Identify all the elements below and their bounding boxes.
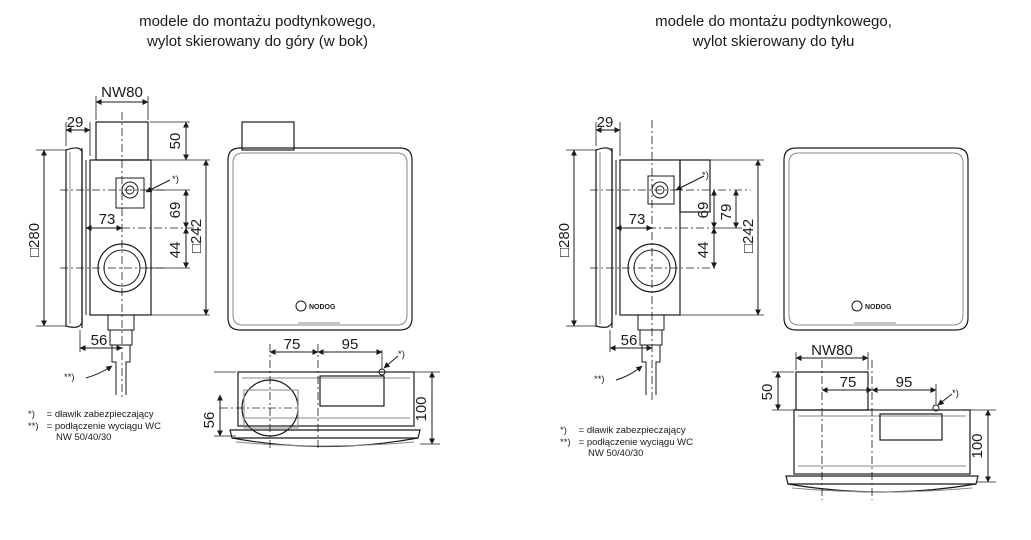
legend-text-gland: dławik zabezpieczający <box>586 425 686 436</box>
technical-drawing: 29 □280 □242 73 69 79 44 56 NW80 50 75 9… <box>556 114 996 500</box>
dim-100: 100 <box>413 396 430 421</box>
technical-drawing: NW80 29 50 □280 □242 73 69 44 56 75 95 5… <box>26 84 440 450</box>
dim-95: 95 <box>342 336 359 353</box>
dim-29: 29 <box>67 114 84 131</box>
panel-title: modele do montażu podtynkowego, wylot sk… <box>516 12 1031 52</box>
front-view <box>227 121 413 331</box>
dim-242: □242 <box>740 219 757 253</box>
legend-key-wc: **) <box>560 436 571 448</box>
legend-key-gland: *) <box>560 425 567 436</box>
legend-text-wc: podłączenie wyciągu WC <box>586 436 693 448</box>
panel-title-line1: modele do montażu podtynkowego, <box>655 13 892 30</box>
legend-key-wc: **) <box>28 420 39 432</box>
brand-logo: NODOG <box>309 304 336 311</box>
legend-text-wc: podłączenie wyciągu WC <box>54 420 161 432</box>
mark-gland-bottom: *) <box>398 349 405 360</box>
panel-upward-outlet: modele do montażu podtynkowego, wylot sk… <box>0 0 515 540</box>
dim-95: 95 <box>896 374 913 391</box>
dim-100: 100 <box>969 433 986 458</box>
dim-56: 56 <box>91 332 108 349</box>
front-view <box>783 147 969 331</box>
mark-gland-bottom: *) <box>952 388 959 399</box>
dim-280: □280 <box>556 223 573 257</box>
dim-69: 69 <box>167 202 184 219</box>
dim-44: 44 <box>167 242 184 259</box>
dim-73: 73 <box>99 211 116 228</box>
legend-text-nw: NW 50/40/30 <box>588 448 644 459</box>
dim-50: 50 <box>759 384 776 401</box>
panel-title: modele do montażu podtynkowego, wylot sk… <box>0 12 515 52</box>
legend-text-gland: dławik zabezpieczający <box>54 409 154 420</box>
legend-text-nw: NW 50/40/30 <box>56 432 112 443</box>
dim-nw80: NW80 <box>101 84 143 101</box>
mark-gland: *) <box>702 170 709 181</box>
dim-280: □280 <box>26 223 43 257</box>
panel-title-line2: wylot skierowany do góry (w bok) <box>147 33 368 50</box>
panel-title-line1: modele do montażu podtynkowego, <box>139 13 376 30</box>
dim-nw80: NW80 <box>811 342 853 359</box>
dim-242: □242 <box>188 219 205 253</box>
dim-29: 29 <box>597 114 614 131</box>
dim-56-bottom: 56 <box>201 412 218 429</box>
mark-wc: **) <box>64 372 75 383</box>
mark-gland: *) <box>172 174 179 185</box>
dim-69: 69 <box>695 202 712 219</box>
panel-rear-outlet: modele do montażu podtynkowego, wylot sk… <box>516 0 1031 540</box>
bottom-view <box>772 352 996 500</box>
dim-50: 50 <box>167 133 184 150</box>
bottom-view <box>214 344 440 450</box>
dim-75: 75 <box>840 374 857 391</box>
legend: *) = dławik zabezpieczający **) = podłąc… <box>560 425 693 459</box>
dim-44: 44 <box>695 242 712 259</box>
dim-56: 56 <box>621 332 638 349</box>
side-view <box>566 120 764 400</box>
dim-73: 73 <box>629 211 646 228</box>
legend: *) = dławik zabezpieczający **) = podłąc… <box>28 409 161 443</box>
legend-key-gland: *) <box>28 409 35 420</box>
panel-title-line2: wylot skierowany do tyłu <box>692 33 855 50</box>
side-view <box>36 96 210 400</box>
dim-79: 79 <box>718 204 735 221</box>
dim-75: 75 <box>284 336 301 353</box>
mark-wc: **) <box>594 374 605 385</box>
brand-logo: NODOG <box>865 304 892 311</box>
